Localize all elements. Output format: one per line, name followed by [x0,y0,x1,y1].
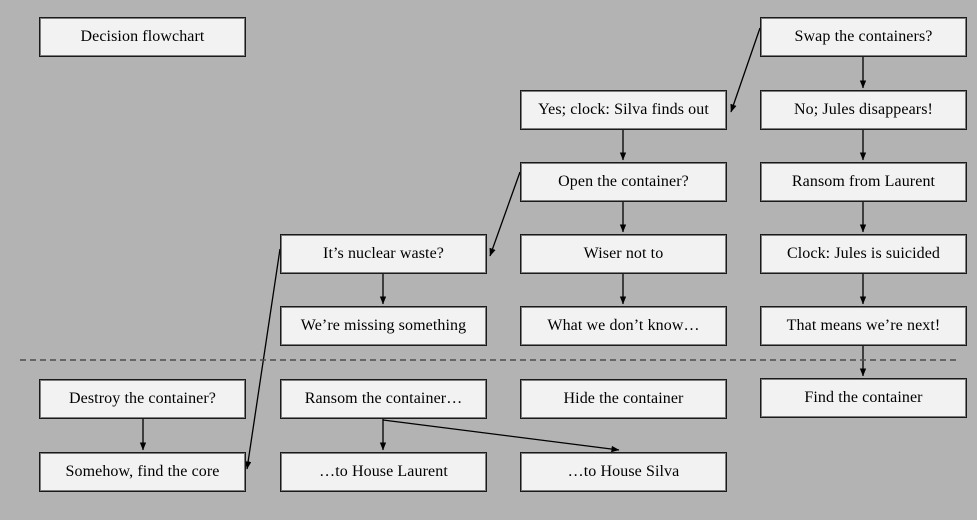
flowchart-node-label: Yes; clock: Silva finds out [538,101,709,119]
flowchart-node-swap[interactable]: Swap the containers? [760,17,967,57]
flowchart-node-label: Find the container [804,389,923,407]
flowchart-node-label: Wiser not to [583,245,664,263]
flowchart-node-ransom_laurent[interactable]: Ransom from Laurent [760,162,967,202]
flowchart-node-label: Swap the containers? [794,28,933,46]
flowchart-node-jules_gone[interactable]: No; Jules disappears! [760,90,967,130]
flowchart-node-wiser_not_to[interactable]: Wiser not to [520,234,727,274]
flowchart-node-label: That means we’re next! [786,317,941,335]
flowchart-node-find_core[interactable]: Somehow, find the core [39,452,246,492]
flowchart-node-label: …to House Silva [567,463,680,481]
flowchart-node-nuclear_waste[interactable]: It’s nuclear waste? [280,234,487,274]
flowchart-edge-open-to-nuclear_waste [489,171,521,257]
flowchart-node-missing_sth[interactable]: We’re missing something [280,306,487,346]
flowchart-node-label: Somehow, find the core [65,463,220,481]
flowchart-node-find_container[interactable]: Find the container [760,378,967,418]
flowchart-node-label: Clock: Jules is suicided [786,245,941,263]
flowchart-node-label: We’re missing something [300,317,467,335]
flowchart-node-ransom_container[interactable]: Ransom the container… [280,379,487,419]
flowchart-title-box: Decision flowchart [39,17,246,57]
flowchart-edge-swap-to-silva_finds_out [730,27,761,113]
flowchart-node-dont_know[interactable]: What we don’t know… [520,306,727,346]
flowchart-node-label: Destroy the container? [68,390,217,408]
flowchart-title-label: Decision flowchart [80,28,205,46]
flowchart-node-label: Ransom from Laurent [791,173,936,191]
flowchart-node-label: …to House Laurent [319,463,448,481]
flowchart-node-silva_finds_out[interactable]: Yes; clock: Silva finds out [520,90,727,130]
flowchart-node-destroy[interactable]: Destroy the container? [39,379,246,419]
flowchart-node-hide_container[interactable]: Hide the container [520,379,727,419]
flowchart-node-were_next[interactable]: That means we’re next! [760,306,967,346]
flowchart-edge-ransom_container-to-silva [382,419,620,453]
flowchart-node-label: What we don’t know… [547,317,700,335]
flowchart-node-label: Hide the container [563,390,684,408]
flowchart-node-house_laurent[interactable]: …to House Laurent [280,452,487,492]
flowchart-node-house_silva[interactable]: …to House Silva [520,452,727,492]
flowchart-node-label: Open the container? [558,173,689,191]
flowchart-node-label: No; Jules disappears! [794,101,933,119]
flowchart-node-open_container[interactable]: Open the container? [520,162,727,202]
flowchart-node-jules_suicided[interactable]: Clock: Jules is suicided [760,234,967,274]
flowchart-edge-nuclear_waste-to-find_core [244,248,281,470]
flowchart-node-label: Ransom the container… [304,390,463,408]
edges-group [139,27,867,470]
flowchart-node-label: It’s nuclear waste? [323,245,444,263]
